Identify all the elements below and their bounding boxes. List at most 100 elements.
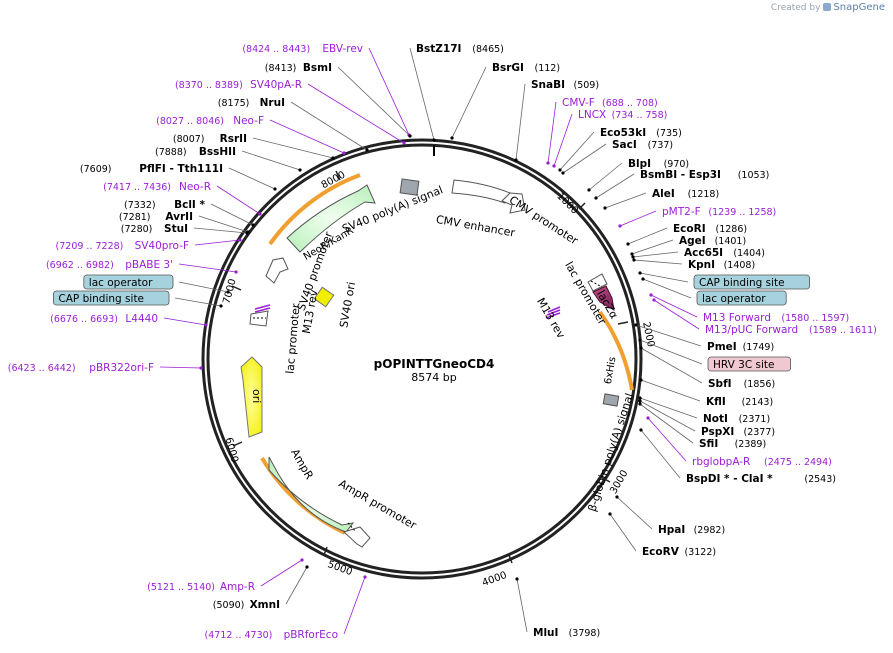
feature-lac-promoter-left[interactable] [249, 310, 269, 327]
ruler-label-3000: 3000 [608, 468, 630, 496]
site-label-avrii: AvrII (7281) [119, 211, 193, 223]
leader-line [642, 278, 692, 299]
site-label-mlui: MluI(3798) [533, 627, 600, 639]
site-position: (2475 .. 2494) [764, 457, 832, 468]
site-position: (5121 .. 5140) [147, 582, 215, 593]
leader-line [241, 150, 301, 171]
site-position: (1404) [733, 248, 765, 259]
feature-cmv-promoter[interactable] [501, 192, 526, 214]
leader-line [632, 251, 679, 258]
site-label-stui: StuI(7280) [121, 223, 188, 235]
site-tick [639, 378, 643, 382]
site-name: NruI [260, 97, 285, 109]
neor-orf-arc [268, 173, 361, 246]
site-tick [342, 151, 346, 155]
leader-line [627, 227, 668, 245]
ruler-label-2000: 2000 [640, 321, 656, 348]
site-tick [561, 171, 565, 175]
site-name: KpnI [688, 259, 715, 271]
site-position: (8465) [472, 44, 504, 55]
feature-ori[interactable] [240, 356, 263, 438]
leader-line [640, 429, 681, 479]
leader-line [210, 203, 254, 226]
site-tick [515, 577, 519, 581]
site-tick [258, 212, 262, 216]
feature-ampr[interactable] [268, 456, 355, 533]
site-name: pBR322ori-F [89, 362, 154, 374]
feature-cmv-enhancer[interactable] [451, 179, 511, 204]
site-tick [615, 495, 619, 499]
leader-line [639, 272, 689, 283]
site-tick [638, 338, 642, 342]
site-name: MluI [533, 627, 558, 639]
site-name: BstZ17I [416, 43, 461, 55]
leader-line [616, 496, 653, 530]
site-position: (7281) [119, 212, 151, 223]
site-tick [331, 156, 335, 160]
site-position: (1218) [688, 189, 720, 200]
leader-line [198, 215, 249, 233]
site-position: (2371) [739, 414, 771, 425]
site-name: PflFI - Tth111I [139, 163, 223, 175]
site-label-agei: AgeI(1401) [679, 235, 746, 247]
site-position: (2982) [694, 525, 726, 536]
leader-line [547, 101, 557, 164]
feature-lacza[interactable] [592, 285, 615, 311]
feature-6xhis[interactable] [602, 393, 620, 407]
leader-line [159, 366, 202, 369]
feature-neor-kanr[interactable] [286, 184, 376, 253]
site-label-snabi: SnaBI(509) [531, 79, 599, 91]
site-label-sfii: SfiI(2389) [699, 438, 766, 450]
site-label-pbrforeco: pBRforEco(4712 .. 4730) [205, 629, 338, 641]
site-label-saci: SacI(737) [612, 139, 673, 151]
site-position: (7209 .. 7228) [56, 241, 124, 252]
feature-lac-promoter-right[interactable] [587, 273, 608, 292]
backbone-inner [201, 138, 643, 580]
feature-sv40-promoter[interactable] [265, 257, 289, 284]
label-ampr: AmpR [288, 447, 316, 482]
leader-line [193, 227, 248, 234]
site-labels-right: BstZ17I(8465)BsrGI(112)SnaBI(509)CMV-F(6… [416, 43, 877, 639]
site-label-cap-binding-site: CAP binding site [693, 274, 810, 290]
site-name: AvrII [165, 211, 193, 223]
site-name: L4440 [125, 313, 158, 325]
leader-line [619, 210, 657, 227]
feature-sv40-ori[interactable] [313, 286, 335, 308]
site-tick [639, 428, 643, 432]
site-name: pBABE 3' [125, 259, 173, 271]
site-name: BssHII [199, 146, 236, 158]
site-label-cmv-f: CMV-F(688 .. 708) [562, 97, 658, 109]
leader-line [633, 259, 683, 265]
site-label-hpai: HpaI (2982) [658, 524, 725, 536]
site-name: pBRforEco [284, 629, 338, 641]
site-name: Neo-R [179, 181, 211, 193]
plasmid-size: 8574 bp [411, 371, 456, 384]
feature-box [693, 274, 810, 290]
site-tick [632, 258, 636, 262]
feature-ampr-promoter[interactable] [343, 522, 371, 548]
label-6xhis: 6xHis [603, 356, 619, 385]
feature-box [707, 356, 791, 372]
site-tick [641, 277, 645, 281]
site-label-noti: NotI(2371) [703, 413, 770, 425]
site-tick [608, 512, 612, 516]
site-name: XmnI [250, 599, 280, 611]
site-position: (2143) [742, 397, 774, 408]
site-name: AgeI [679, 235, 706, 247]
feature-sv40-polya[interactable] [399, 178, 420, 196]
leader-line [337, 66, 411, 137]
site-position: (5090) [213, 600, 245, 611]
site-tick [618, 224, 622, 228]
site-position: (1239 .. 1258) [708, 207, 776, 218]
site-label-blpi: BlpI(970) [628, 158, 689, 170]
credit-prefix: Created by [770, 3, 821, 13]
site-label-rbglobpa-r: rbglobpA-R(2475 .. 2494) [692, 456, 832, 468]
site-label-pspxi: PspXI(2377) [701, 426, 775, 438]
site-name: SbfI [708, 378, 732, 390]
site-name: HpaI [658, 524, 685, 536]
site-tick [587, 188, 591, 192]
site-tick [634, 323, 638, 327]
site-tick [432, 138, 436, 142]
site-tick [603, 206, 607, 210]
site-position: (2389) [735, 439, 767, 450]
